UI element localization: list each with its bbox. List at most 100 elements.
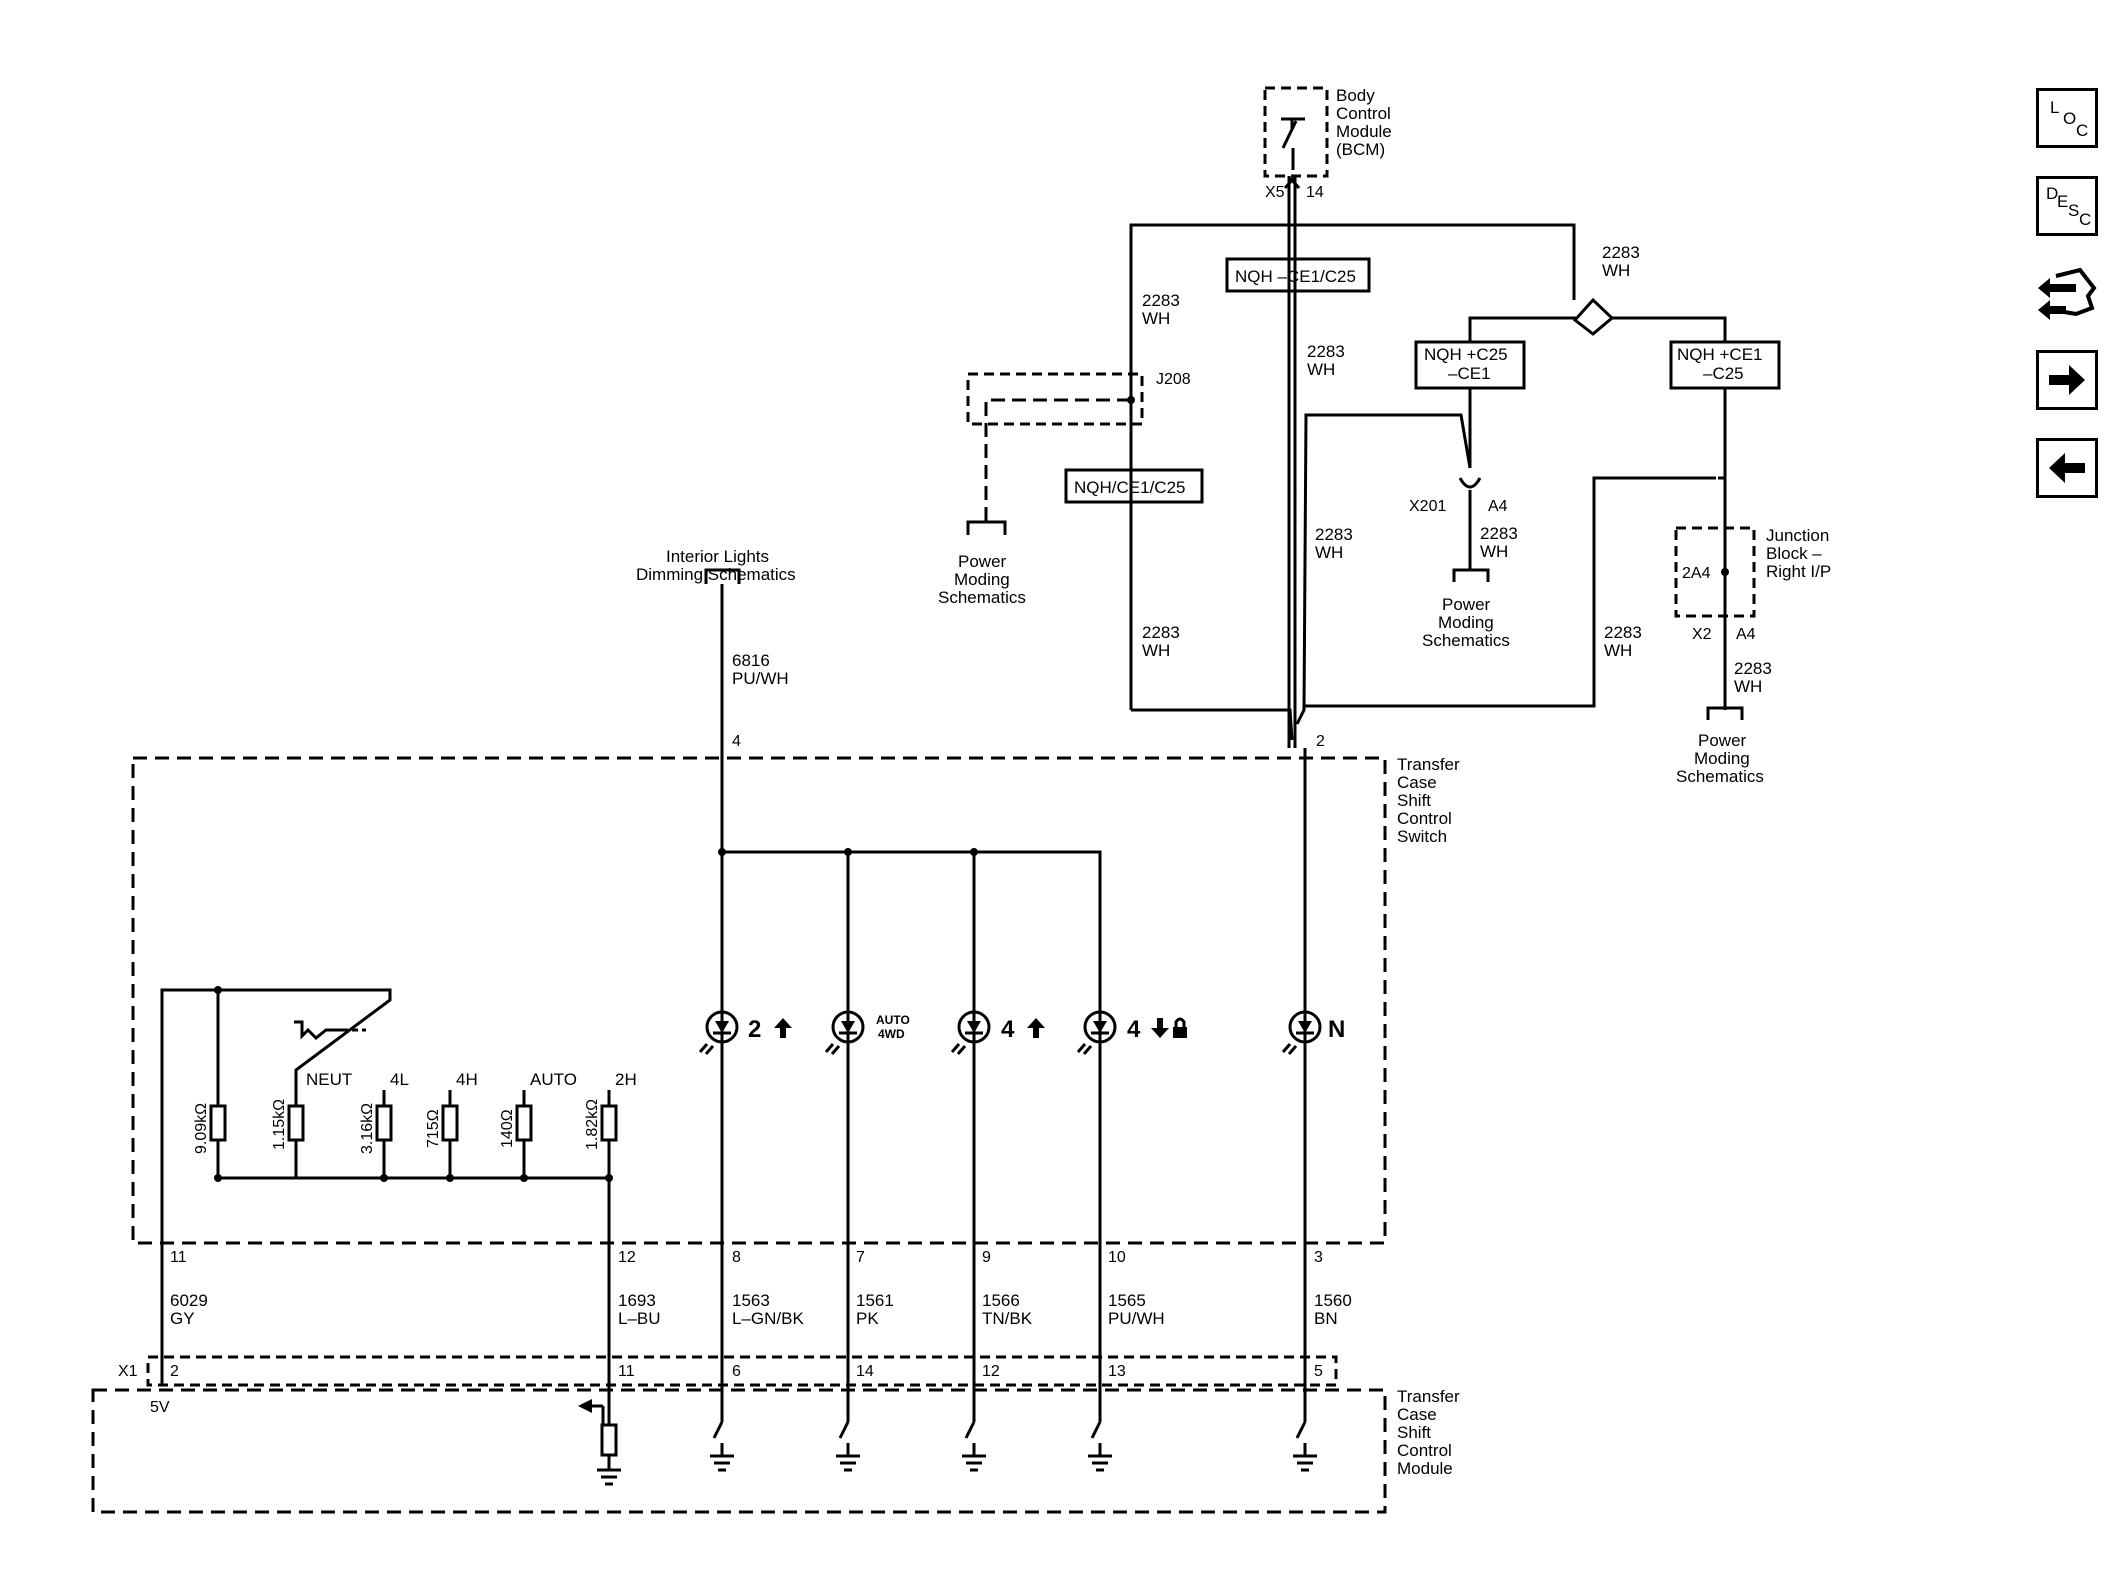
module-pin-11: 11 <box>618 1363 635 1380</box>
wire-1565-color: PU/WH <box>1108 1309 1165 1328</box>
led-auto-label: AUTO <box>876 1013 910 1027</box>
x201-pin: A4 <box>1488 498 1508 515</box>
previous-page-button[interactable] <box>2036 438 2098 498</box>
resistor-1k15: 1.15kΩ <box>271 1099 288 1150</box>
wire-2283-c-color: WH <box>1307 360 1335 379</box>
module-voltage: 5V <box>150 1399 170 1416</box>
junction-block-pin: A4 <box>1736 626 1756 643</box>
wire-2283-d-color: WH <box>1315 543 1343 562</box>
wire-2283-f-color: WH <box>1142 641 1170 660</box>
module-pin-12: 12 <box>982 1363 1000 1380</box>
bcm-label-3: Module <box>1336 122 1392 141</box>
wire-1563: 1563 <box>732 1291 770 1310</box>
interior-lights-2: Dimming Schematics <box>636 565 796 584</box>
opt-box-mid <box>1414 340 1526 390</box>
resistor-140: 140Ω <box>499 1109 516 1148</box>
bcm-label-1: Body <box>1336 86 1375 105</box>
wire-2283-h-color: WH <box>1734 677 1762 696</box>
wire-2283-a-color: WH <box>1602 261 1630 280</box>
resistor-715: 715Ω <box>425 1109 442 1148</box>
wire-2283-e: 2283 <box>1480 524 1518 543</box>
module-label-4: Control <box>1397 1441 1452 1460</box>
module-pin-5: 5 <box>1314 1363 1323 1380</box>
power-moding-left-2: Moding <box>954 570 1010 589</box>
wire-1566: 1566 <box>982 1291 1020 1310</box>
switch-bottom-pin-9: 9 <box>982 1249 991 1266</box>
wire-1693: 1693 <box>618 1291 656 1310</box>
mode-2h: 2H <box>615 1070 637 1089</box>
power-moding-right-1: Power <box>1698 731 1747 750</box>
resistor-1k82: 1.82kΩ <box>584 1099 601 1150</box>
loc-c: C <box>2076 121 2089 140</box>
arrow-right-icon <box>2049 365 2085 395</box>
connector-view-icon[interactable] <box>2036 262 2098 332</box>
led-n-label: N <box>1328 1016 1345 1043</box>
module-pin-14: 14 <box>856 1363 874 1380</box>
wire-2283-h: 2283 <box>1734 659 1772 678</box>
switch-pin-4: 4 <box>732 733 741 750</box>
loc-l: L <box>2050 98 2060 117</box>
switch-pin-2: 2 <box>1316 733 1325 750</box>
module-label-2: Case <box>1397 1405 1437 1424</box>
switch-bottom-pin-11: 11 <box>170 1249 187 1266</box>
switch-label-4: Control <box>1397 809 1452 828</box>
resistor-9k09: 9.09kΩ <box>193 1103 210 1154</box>
opt-left: NQH/CE1/C25 <box>1074 478 1185 497</box>
opt-right-1: NQH +CE1 <box>1677 345 1763 364</box>
switch-bottom-pin-12: 12 <box>618 1249 636 1266</box>
mode-4h: 4H <box>456 1070 478 1089</box>
wire-2283-f: 2283 <box>1142 623 1180 642</box>
desc-e: E <box>2057 192 2069 211</box>
opt-center: NQH –CE1/C25 <box>1235 267 1356 286</box>
wire-2283-b: 2283 <box>1142 291 1180 310</box>
junction-block-3: Right I/P <box>1766 562 1831 581</box>
module-label-1: Transfer <box>1397 1387 1460 1406</box>
power-moding-left-1: Power <box>958 552 1007 571</box>
location-button[interactable]: L O C <box>2036 88 2098 148</box>
opt-right-2: –C25 <box>1703 364 1744 383</box>
description-button[interactable]: D E S C <box>2036 176 2098 236</box>
module-pin-6: 6 <box>732 1363 741 1380</box>
wire-2283-b-color: WH <box>1142 309 1170 328</box>
desc-d: D <box>2046 184 2059 203</box>
led-4l-label: 4 <box>1127 1016 1141 1043</box>
switch-label-3: Shift <box>1397 791 1431 810</box>
wire-1693-color: L–BU <box>618 1309 661 1328</box>
opt-box-center <box>1225 257 1371 293</box>
bcm-conn: X5 <box>1265 184 1285 201</box>
switch-bottom-pin-8: 8 <box>732 1249 741 1266</box>
x201-conn: X201 <box>1409 498 1446 515</box>
opt-box-right <box>1669 340 1781 390</box>
switch-label-1: Transfer <box>1397 755 1460 774</box>
module-label-3: Shift <box>1397 1423 1431 1442</box>
switch-label-2: Case <box>1397 773 1437 792</box>
wire-2283-d: 2283 <box>1315 525 1353 544</box>
opt-box-left <box>1064 468 1204 504</box>
junction-block-2: Block – <box>1766 544 1822 563</box>
wire-2283-a: 2283 <box>1602 243 1640 262</box>
desc-c: C <box>2079 210 2092 229</box>
wire-2283-g: 2283 <box>1604 623 1642 642</box>
next-page-button[interactable] <box>2036 350 2098 410</box>
wire-1561: 1561 <box>856 1291 894 1310</box>
junction-block-1: Junction <box>1766 526 1829 545</box>
switch-bottom-pin-3: 3 <box>1314 1249 1323 1266</box>
loc-o: O <box>2063 109 2077 128</box>
arrow-left-icon <box>2049 453 2085 483</box>
module-conn: X1 <box>118 1363 138 1380</box>
led-2h-label: 2 <box>748 1016 761 1043</box>
wire-2283-e-color: WH <box>1480 542 1508 561</box>
power-moding-mid-3: Schematics <box>1422 631 1510 650</box>
wire-1565: 1565 <box>1108 1291 1146 1310</box>
power-moding-mid-1: Power <box>1442 595 1491 614</box>
switch-label-5: Switch <box>1397 827 1447 846</box>
module-pin-13: 13 <box>1108 1363 1126 1380</box>
switch-bottom-pin-10: 10 <box>1108 1249 1126 1266</box>
mode-4l: 4L <box>390 1070 409 1089</box>
wire-6029-color: GY <box>170 1309 195 1328</box>
junction-block-conn: X2 <box>1692 626 1712 643</box>
interior-lights-1: Interior Lights <box>666 547 769 566</box>
junction-block-inner: 2A4 <box>1682 565 1711 582</box>
wire-1563-color: L–GN/BK <box>732 1309 804 1328</box>
